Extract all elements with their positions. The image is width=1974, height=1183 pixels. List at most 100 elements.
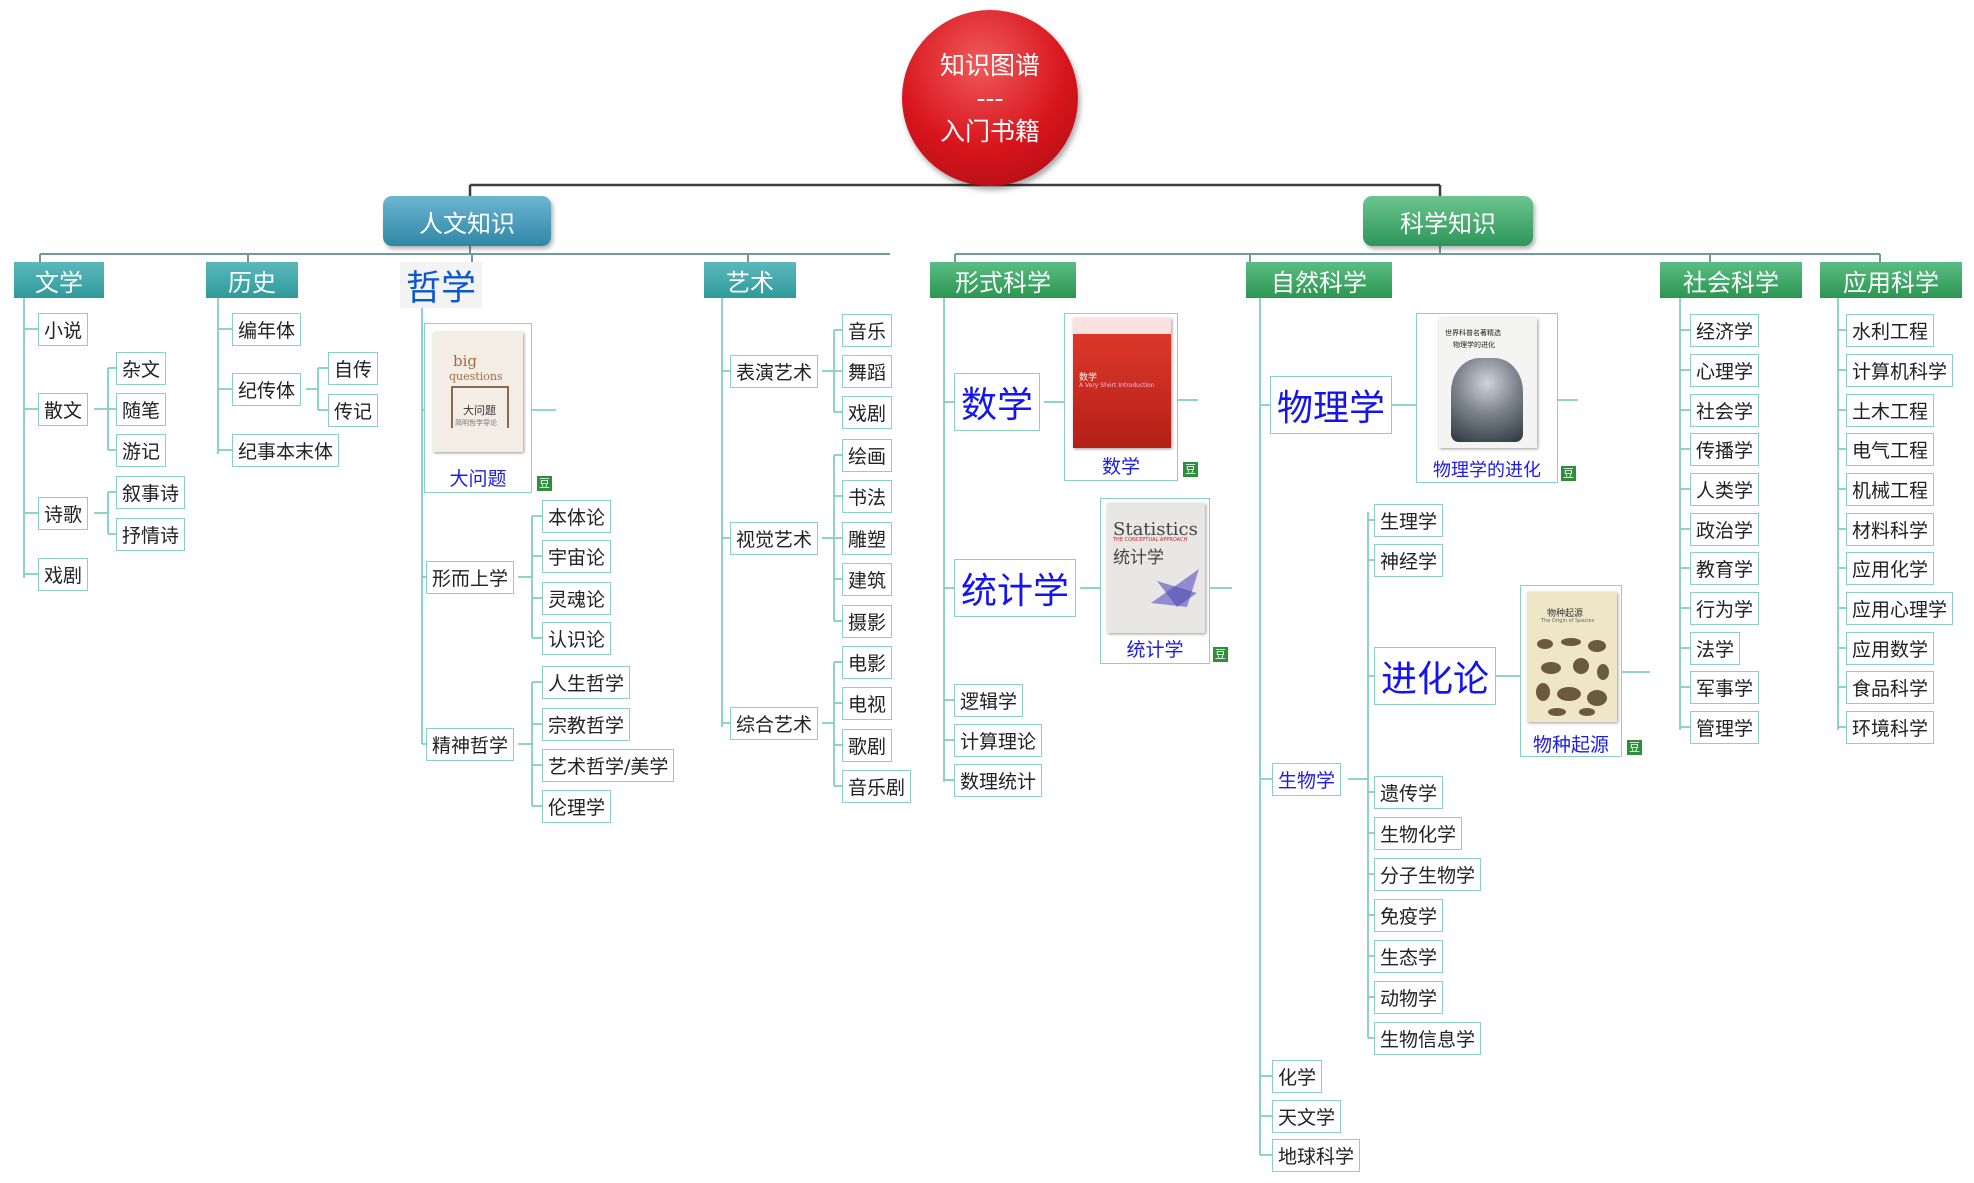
leaf-film[interactable]: 电影 [842,646,893,679]
leaf-ecology[interactable]: 生态学 [1374,940,1444,973]
leaf-novel[interactable]: 小说 [38,313,89,346]
leaf-sculpture[interactable]: 雕塑 [842,522,893,555]
leaf-political-science[interactable]: 政治学 [1690,513,1760,546]
leaf-musical[interactable]: 音乐剧 [842,770,912,803]
humanities-node[interactable]: 人文知识 [383,196,551,246]
leaf-visual-arts[interactable]: 视觉艺术 [730,522,819,555]
applied-science-node[interactable]: 应用科学 [1820,262,1962,298]
math-node[interactable]: 数学 [954,373,1041,431]
leaf-environmental-science[interactable]: 环境科学 [1846,711,1935,744]
leaf-physiology[interactable]: 生理学 [1374,504,1444,537]
leaf-applied-chemistry[interactable]: 应用化学 [1846,552,1935,585]
leaf-astronomy[interactable]: 天文学 [1272,1100,1342,1133]
leaf-poetry[interactable]: 诗歌 [38,497,89,530]
leaf-annals[interactable]: 编年体 [232,313,302,346]
evolution-node[interactable]: 进化论 [1374,647,1497,705]
leaf-theatre[interactable]: 戏剧 [842,396,893,429]
leaf-anthropology[interactable]: 人类学 [1690,473,1760,506]
leaf-communication[interactable]: 传播学 [1690,433,1760,466]
douban-icon[interactable]: 豆 [1213,647,1228,662]
leaf-immunology[interactable]: 免疫学 [1374,899,1444,932]
leaf-opera[interactable]: 歌剧 [842,729,893,762]
statistics-node[interactable]: 统计学 [954,559,1077,617]
leaf-electrical-engineering[interactable]: 电气工程 [1846,433,1935,466]
leaf-management[interactable]: 管理学 [1690,711,1760,744]
leaf-computer-science[interactable]: 计算机科学 [1846,354,1954,387]
leaf-suibi[interactable]: 随笔 [116,393,167,426]
leaf-cosmology[interactable]: 宇宙论 [542,540,612,573]
science-node[interactable]: 科学知识 [1363,196,1533,246]
leaf-prose[interactable]: 散文 [38,393,89,426]
book-statistics[interactable]: Statistics 统计学 THE CONCEPTUAL APPROACH 统… [1100,498,1228,664]
douban-icon[interactable]: 豆 [1183,462,1198,477]
leaf-drama[interactable]: 戏剧 [38,558,89,591]
history-node[interactable]: 历史 [206,262,298,298]
leaf-television[interactable]: 电视 [842,687,893,720]
leaf-neurology[interactable]: 神经学 [1374,544,1444,577]
book-math[interactable]: 数学 A Very Short Introduction 数学 豆 [1064,313,1198,481]
leaf-bioinformatics[interactable]: 生物信息学 [1374,1022,1482,1055]
literature-node[interactable]: 文学 [14,262,104,298]
leaf-behavioral-science[interactable]: 行为学 [1690,592,1760,625]
leaf-applied-psychology[interactable]: 应用心理学 [1846,592,1954,625]
leaf-religious-philosophy[interactable]: 宗教哲学 [542,708,631,741]
leaf-molecular-biology[interactable]: 分子生物学 [1374,858,1482,891]
leaf-lyric-poem[interactable]: 抒情诗 [116,518,186,551]
leaf-performing-arts[interactable]: 表演艺术 [730,355,819,388]
leaf-calligraphy[interactable]: 书法 [842,480,893,513]
physics-node[interactable]: 物理学 [1270,376,1393,434]
formal-science-node[interactable]: 形式科学 [930,262,1076,298]
leaf-applied-mathematics[interactable]: 应用数学 [1846,632,1935,665]
leaf-zoology[interactable]: 动物学 [1374,981,1444,1014]
leaf-education[interactable]: 教育学 [1690,552,1760,585]
leaf-mathematical-statistics[interactable]: 数理统计 [954,764,1043,797]
leaf-metaphysics[interactable]: 形而上学 [426,561,515,594]
leaf-ontology[interactable]: 本体论 [542,500,612,533]
leaf-ethics[interactable]: 伦理学 [542,790,612,823]
leaf-event-record[interactable]: 纪事本末体 [232,434,340,467]
leaf-biographical[interactable]: 纪传体 [232,373,302,406]
leaf-civil-engineering[interactable]: 土木工程 [1846,394,1935,427]
leaf-logic[interactable]: 逻辑学 [954,684,1024,717]
leaf-economics[interactable]: 经济学 [1690,314,1760,347]
leaf-aesthetics[interactable]: 艺术哲学/美学 [542,749,675,782]
leaf-earth-science[interactable]: 地球科学 [1272,1139,1361,1172]
book-physics-evolution[interactable]: 世界科普名著精选 物理学的进化 物理学的进化 豆 [1416,313,1576,483]
leaf-youji[interactable]: 游记 [116,434,167,467]
douban-icon[interactable]: 豆 [537,476,552,491]
leaf-law[interactable]: 法学 [1690,632,1741,665]
leaf-autobiography[interactable]: 自传 [328,352,379,385]
leaf-epistemology[interactable]: 认识论 [542,622,612,655]
leaf-psychology[interactable]: 心理学 [1690,354,1760,387]
leaf-comprehensive-arts[interactable]: 综合艺术 [730,707,819,740]
leaf-biochemistry[interactable]: 生物化学 [1374,817,1463,850]
leaf-zawen[interactable]: 杂文 [116,352,167,385]
leaf-biography[interactable]: 传记 [328,394,379,427]
leaf-photography[interactable]: 摄影 [842,605,893,638]
leaf-military-science[interactable]: 军事学 [1690,671,1760,704]
leaf-narrative-poem[interactable]: 叙事诗 [116,476,186,509]
leaf-genetics[interactable]: 遗传学 [1374,776,1444,809]
leaf-dance[interactable]: 舞蹈 [842,355,893,388]
douban-icon[interactable]: 豆 [1627,740,1642,755]
biology-node[interactable]: 生物学 [1272,763,1342,796]
leaf-architecture[interactable]: 建筑 [842,563,893,596]
leaf-food-science[interactable]: 食品科学 [1846,671,1935,704]
leaf-materials-science[interactable]: 材料科学 [1846,513,1935,546]
book-big-questions[interactable]: big questions 大问题 简明哲学导论 大问题 豆 [424,323,552,493]
root-node[interactable]: 知识图谱 --- 入门书籍 [902,10,1078,186]
leaf-sociology[interactable]: 社会学 [1690,394,1760,427]
art-node[interactable]: 艺术 [704,262,796,298]
leaf-life-philosophy[interactable]: 人生哲学 [542,666,631,699]
leaf-chemistry[interactable]: 化学 [1272,1060,1323,1093]
social-science-node[interactable]: 社会科学 [1660,262,1802,298]
leaf-philosophy-of-mind[interactable]: 精神哲学 [426,728,515,761]
book-origin-of-species[interactable]: 物种起源 The Origin of Species 物种起源 豆 [1520,585,1642,757]
douban-icon[interactable]: 豆 [1561,466,1576,481]
leaf-computation-theory[interactable]: 计算理论 [954,724,1043,757]
leaf-painting[interactable]: 绘画 [842,439,893,472]
philosophy-node[interactable]: 哲学 [400,262,483,309]
natural-science-node[interactable]: 自然科学 [1246,262,1392,298]
leaf-mechanical-engineering[interactable]: 机械工程 [1846,473,1935,506]
leaf-music[interactable]: 音乐 [842,314,893,347]
